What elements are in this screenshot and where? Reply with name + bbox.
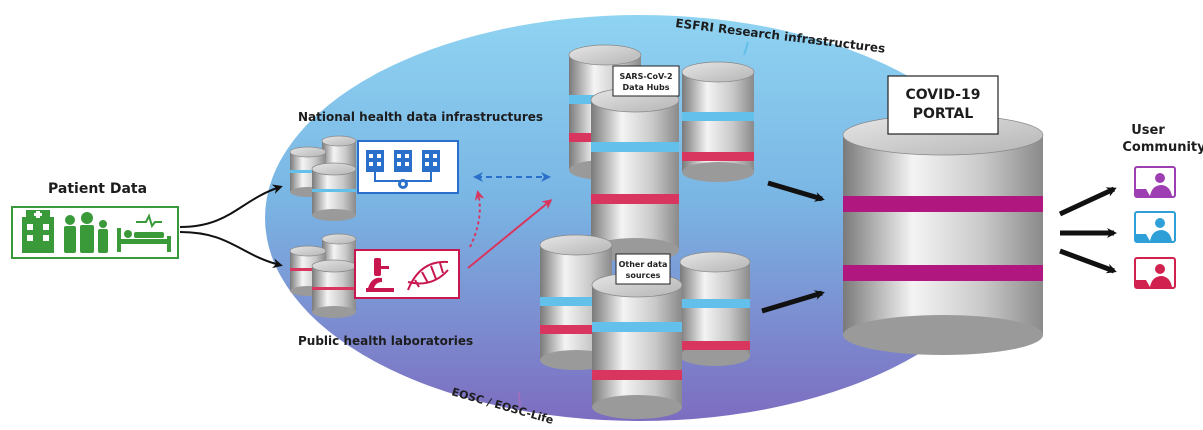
dna-icon (407, 260, 449, 291)
arrow-to-public-labs (179, 231, 283, 269)
arrow-to-national (179, 184, 283, 228)
user-community-label-line1: User (1131, 123, 1165, 138)
svg-text:Other data: Other data (619, 260, 668, 269)
hospital-bed-icon (117, 213, 171, 252)
svg-text:SARS-CoV-2: SARS-CoV-2 (619, 72, 672, 81)
user-laptop-icon (1134, 211, 1176, 243)
microscope-icon (366, 258, 394, 292)
red-arrow-to-hubs (467, 199, 553, 269)
public-db-stack (289, 233, 357, 318)
arrow-to-user-1 (1058, 186, 1117, 217)
svg-text:Data Hubs: Data Hubs (623, 83, 670, 92)
arrow-to-user-3 (1059, 248, 1117, 274)
national-network-box (357, 140, 459, 194)
patient-data-title: Patient Data (48, 181, 147, 197)
eosc-tick (518, 391, 521, 408)
other-sources-tag: Other data sources (615, 253, 671, 285)
svg-text:PORTAL: PORTAL (913, 106, 974, 122)
user-laptop-icon (1134, 166, 1176, 198)
esfri-tick (743, 41, 749, 56)
patient-data-box (11, 206, 179, 259)
svg-text:COVID-19: COVID-19 (905, 87, 980, 103)
national-health-label: National health data infrastructures (298, 110, 543, 124)
covid-portal-db (842, 114, 1044, 355)
arrow-sources-to-portal (761, 290, 825, 314)
network-icon (366, 150, 440, 189)
user-laptop-icon (1134, 257, 1176, 289)
public-health-label: Public health laboratories (298, 334, 473, 348)
hospital-icon (22, 210, 54, 253)
sars-hubs-tag: SARS-CoV-2 Data Hubs (612, 65, 680, 97)
svg-text:sources: sources (626, 271, 661, 280)
national-db-stack (289, 135, 357, 221)
covid-portal-tag: COVID-19 PORTAL (887, 75, 999, 135)
public-lab-box (354, 249, 460, 299)
user-community-label-line2: Community (1122, 140, 1203, 155)
arrow-hubs-to-portal (767, 180, 825, 202)
other-sources-db-cluster (539, 234, 751, 419)
family-icon (64, 212, 108, 253)
